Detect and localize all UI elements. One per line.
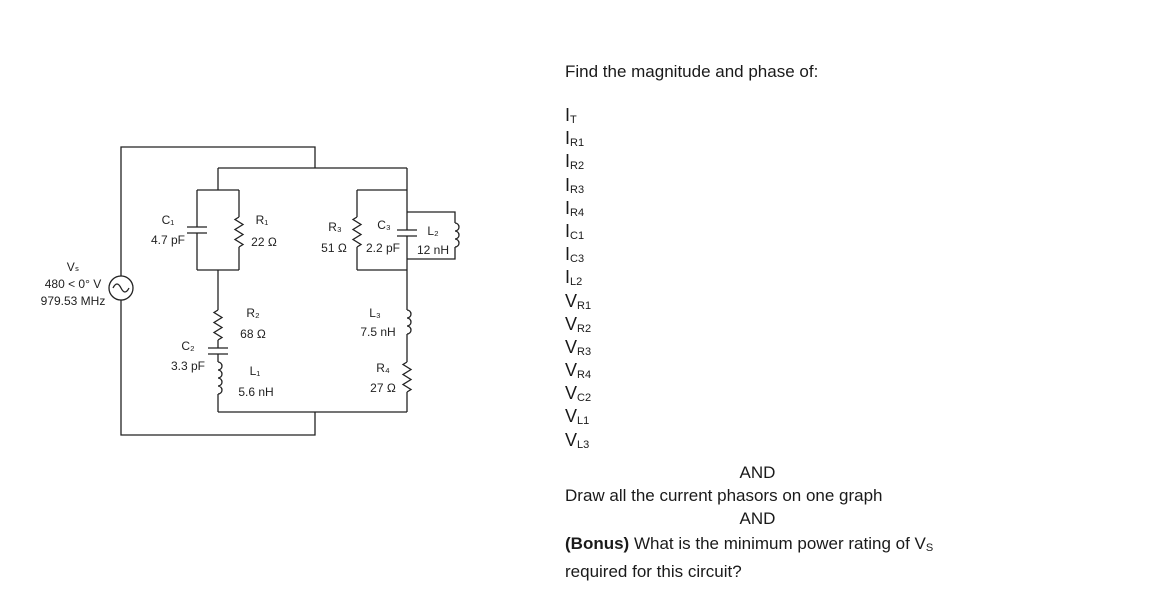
r1-name: R₁ [256,213,269,227]
quantity-subscript: T [570,114,577,126]
quantity-symbol: V [565,383,578,404]
quantity-subscript: L1 [577,415,590,428]
resistor-r4 [401,361,413,393]
source-value: 480 < 0° V [45,277,102,291]
quantity-item: IC3 [565,243,985,266]
bonus-question: (Bonus) What is the minimum power rating… [565,532,985,583]
quantity-symbol: I [565,105,571,125]
wire-outer-top [120,146,316,276]
quantity-item: IC1 [565,220,985,243]
quantity-item: IR3 [565,174,985,197]
bonus-label: (Bonus) [565,534,630,553]
r2-value: 68 Ω [240,327,266,341]
quantity-symbol: V [565,313,578,334]
quantity-item: VL3 [565,429,985,452]
quantity-symbol: V [565,406,578,427]
c3-name: C₃ [377,218,391,232]
quantity-symbol: I [565,128,571,149]
quantity-subscript: R1 [570,137,585,150]
quantity-item: VR3 [565,336,985,359]
bonus-subscript: S [925,542,934,554]
inductor-l3 [406,309,412,335]
quantity-item: IR1 [565,127,985,150]
l3-value: 7.5 nH [360,325,395,339]
r4-name: R₄ [376,361,390,375]
quantity-symbol: V [565,290,578,311]
wire-l2-top [407,211,456,223]
quantity-subscript: L2 [570,276,583,289]
quantity-subscript: R3 [577,345,592,358]
quantity-symbol: I [565,220,571,241]
c1-value: 4.7 pF [151,233,185,247]
ac-source-sine [112,283,130,293]
l3-name: L₃ [369,306,381,320]
quantity-symbol: I [565,151,571,172]
c3-value: 2.2 pF [366,241,400,255]
r3-value: 51 Ω [321,241,347,255]
quantity-subscript: R3 [570,183,585,196]
quantity-symbol: I [565,267,571,288]
wire-l2-bottom [407,247,456,260]
quantity-item: VR1 [565,290,985,313]
quantity-item: IL2 [565,266,985,289]
quantity-subscript: C2 [577,392,592,405]
source-name: Vₛ [67,260,79,274]
quantity-symbol: I [565,244,571,265]
l1-value: 5.6 nH [238,385,273,399]
quantity-subscript: R2 [570,160,585,173]
question-prompt: Find the magnitude and phase of: [565,62,819,81]
quantity-subscript: R4 [570,206,585,219]
quantity-symbol: V [565,336,578,357]
quantity-symbol: V [565,360,578,381]
circuit-diagram: Vₛ 480 < 0° V 979.53 MHz C₁ 4.7 pF R₁ 22… [41,146,460,436]
quantity-symbol: I [565,174,571,195]
quantity-subscript: R4 [577,369,592,382]
bonus-text: What is the minimum power rating of V [629,534,926,553]
quantity-item: VR4 [565,359,985,382]
c2-name: C₂ [181,339,195,353]
inductor-l2 [454,222,460,248]
r4-value: 27 Ω [370,381,396,395]
l2-value: 12 nH [417,243,449,257]
l1-name: L₁ [250,364,261,378]
quantity-subscript: R1 [577,299,592,312]
quantity-item: IT [565,104,985,127]
and-separator-1: AND [739,463,776,482]
r1-value: 22 Ω [251,235,277,249]
r2-name: R₂ [246,306,260,320]
quantity-subscript: L3 [577,438,590,451]
quantity-item: IR2 [565,150,985,173]
quantity-symbol: I [565,197,571,218]
quantity-subscript: C3 [570,253,585,266]
ac-source-icon [108,275,134,301]
inductor-l1 [217,361,223,395]
quantity-item: VC2 [565,382,985,405]
quantity-symbol: V [565,429,578,450]
c1-name: C₁ [162,213,175,227]
resistor-r2 [212,309,224,341]
bonus-text-line2: required for this circuit? [565,562,742,581]
resistor-r1 [233,216,245,248]
r3-name: R₃ [328,220,342,234]
quantity-item: IR4 [565,197,985,220]
wire-outer-bottom [120,300,316,436]
quantity-subscript: C1 [570,229,585,242]
quantity-item: VL1 [565,405,985,428]
draw-phasors-instruction: Draw all the current phasors on one grap… [565,486,883,505]
quantity-subscript: R2 [577,322,592,335]
l2-name: L₂ [427,224,439,238]
and-separator-2: AND [739,509,776,528]
source-frequency: 979.53 MHz [41,294,106,308]
quantity-item: VR2 [565,313,985,336]
resistor-r3 [351,216,363,248]
c2-value: 3.3 pF [171,359,205,373]
